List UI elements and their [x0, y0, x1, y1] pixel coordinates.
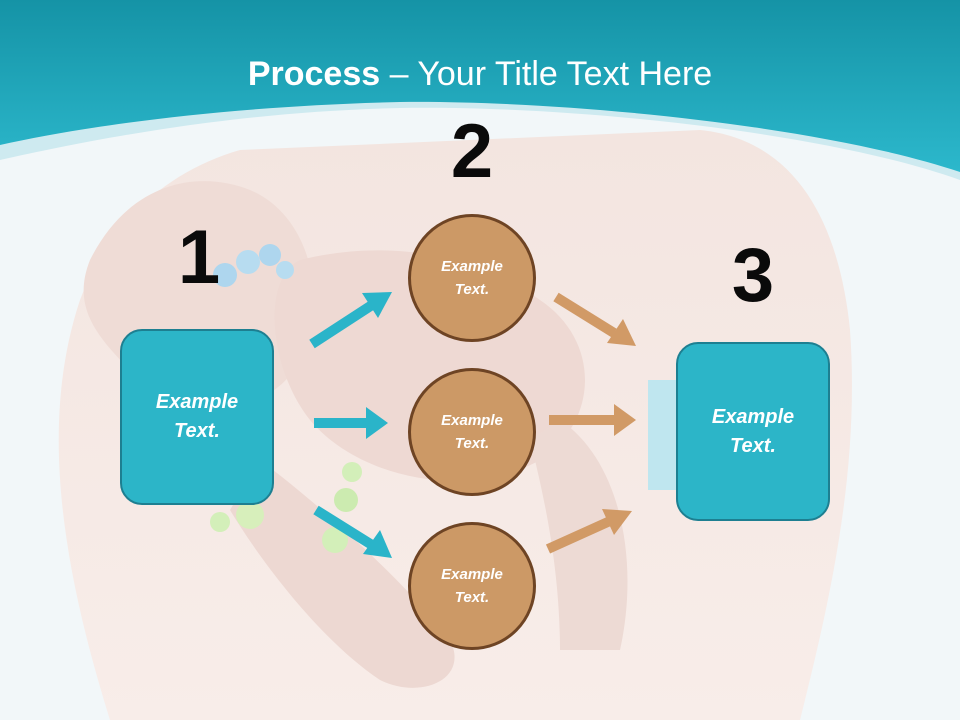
circle-bottom-line2: Text. — [454, 589, 490, 606]
circle-middle-text: Example Text. — [417, 409, 527, 455]
circle-step-2-top[interactable]: Example Text. — [408, 214, 536, 342]
circle-top-line1: Example — [441, 258, 503, 275]
header-band — [0, 0, 960, 180]
title-bold: Process — [247, 55, 381, 93]
step-number-2: 2 — [450, 109, 494, 194]
box-step-3-line2: Text. — [730, 434, 776, 457]
box-step-3-text: Example Text. — [698, 403, 808, 461]
box-step-1-line1: Example — [155, 391, 239, 413]
slide-title: Process – Your Title Text Here — [0, 52, 960, 96]
circle-top-line2: Text. — [454, 281, 490, 298]
circle-middle-line2: Text. — [454, 435, 490, 452]
box-step-3[interactable]: Example Text. — [676, 342, 830, 521]
circle-step-2-bottom[interactable]: Example Text. — [408, 522, 536, 650]
circle-step-2-middle[interactable]: Example Text. — [408, 368, 536, 496]
circle-middle-line1: Example — [441, 412, 503, 429]
box-step-1-text: Example Text. — [142, 388, 252, 446]
box-step-3-line1: Example — [711, 405, 795, 428]
circle-top-text: Example Text. — [417, 255, 527, 301]
box-step-1[interactable]: Example Text. — [120, 329, 274, 505]
circle-bottom-line1: Example — [441, 566, 503, 583]
title-rest: – Your Title Text Here — [380, 55, 713, 93]
box-step-1-line2: Text. — [174, 420, 220, 442]
step-number-3: 3 — [731, 233, 775, 318]
step-number-1: 1 — [177, 215, 221, 300]
circle-bottom-text: Example Text. — [417, 563, 527, 609]
